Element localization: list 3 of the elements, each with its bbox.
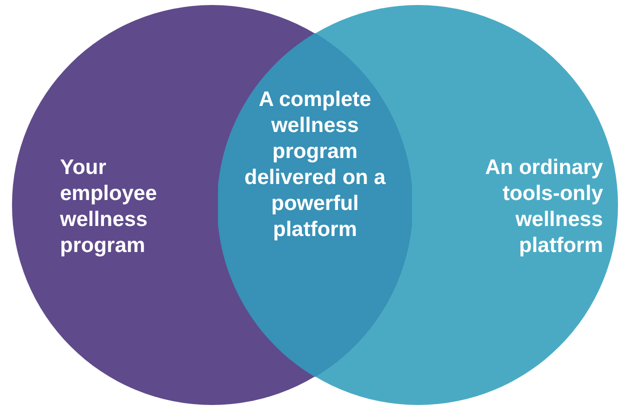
region-label: A complete wellness program delivered on a powerful platform [243,87,387,243]
region-label: Your employee wellness program [60,155,158,259]
region-label: An ordinary tools-only wellness platform [484,155,603,259]
